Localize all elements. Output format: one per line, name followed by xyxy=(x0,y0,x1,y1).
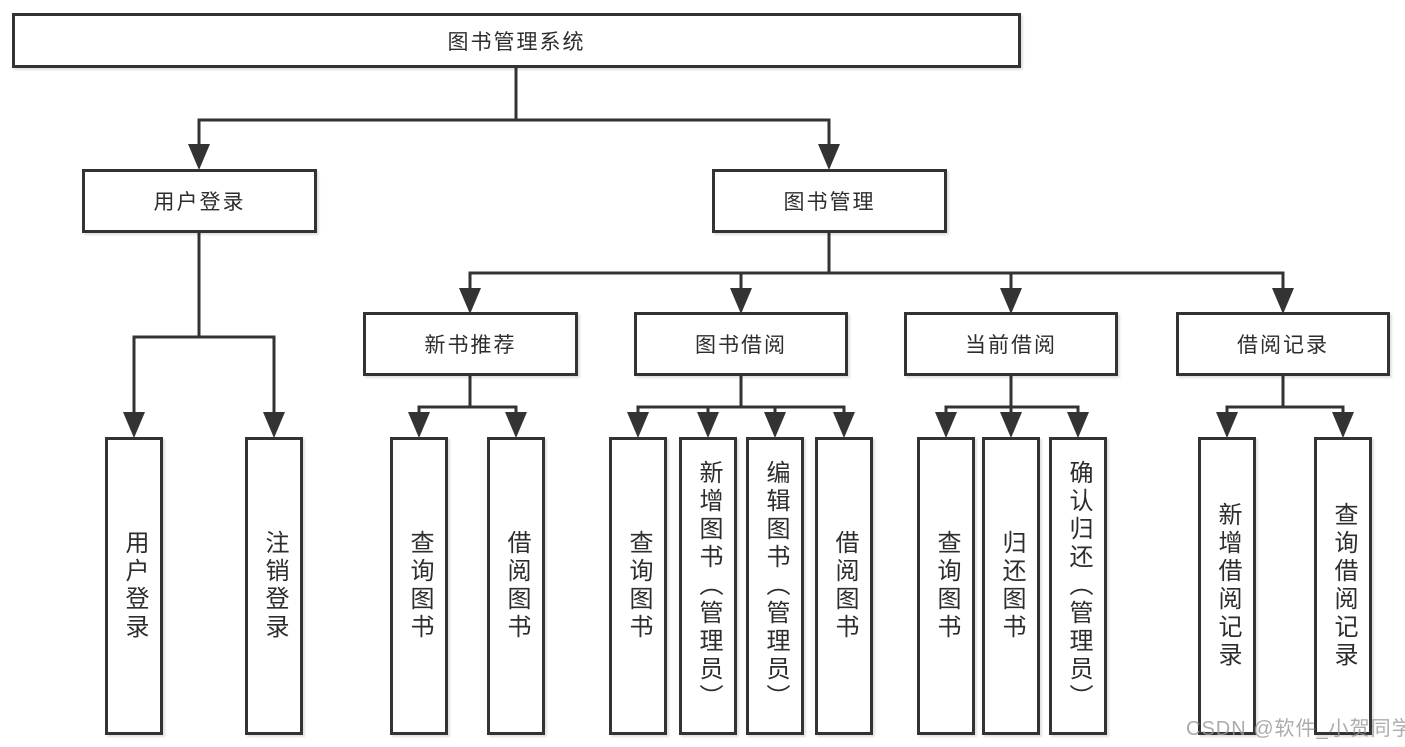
leaf-query-books-current: 查询图书 xyxy=(917,437,975,735)
leaf-user-login: 用户登录 xyxy=(105,437,163,735)
connector-current-borrowing xyxy=(935,376,1089,438)
leaf-return-book: 归还图书 xyxy=(982,437,1040,735)
node-borrow-records: 借阅记录 xyxy=(1176,312,1390,376)
node-book-management: 图书管理 xyxy=(712,169,947,233)
node-borrow-records-label: 借阅记录 xyxy=(1237,334,1329,357)
connector-book-borrowing xyxy=(627,376,855,438)
leaf-borrow-books-recommend-label: 借阅图书 xyxy=(503,530,530,642)
connector-root xyxy=(188,68,840,170)
leaf-logout-label: 注销登录 xyxy=(261,530,288,642)
leaf-edit-book-admin-label: 编辑图书（管理员） xyxy=(762,460,789,712)
leaf-query-books-borrowing: 查询图书 xyxy=(609,437,667,735)
node-root-label: 图书管理系统 xyxy=(447,30,586,54)
connector-user-login xyxy=(123,233,285,438)
node-book-borrowing: 图书借阅 xyxy=(634,312,848,376)
node-user-login: 用户登录 xyxy=(82,169,317,233)
leaf-add-borrow-record-label: 新增借阅记录 xyxy=(1214,502,1241,670)
connector-new-book-recommend xyxy=(408,376,527,438)
leaf-confirm-return-admin-label: 确认归还（管理员） xyxy=(1065,460,1092,712)
node-root: 图书管理系统 xyxy=(12,13,1021,68)
node-book-management-label: 图书管理 xyxy=(783,191,876,214)
node-book-borrowing-label: 图书借阅 xyxy=(695,334,787,357)
leaf-query-books-recommend-label: 查询图书 xyxy=(406,530,433,642)
leaf-query-books-current-label: 查询图书 xyxy=(933,530,960,642)
node-new-book-recommend: 新书推荐 xyxy=(363,312,578,376)
leaf-add-book-admin: 新增图书（管理员） xyxy=(679,437,737,735)
node-new-book-recommend-label: 新书推荐 xyxy=(424,334,517,357)
leaf-query-borrow-record-label: 查询借阅记录 xyxy=(1330,502,1357,670)
leaf-query-books-borrowing-label: 查询图书 xyxy=(625,530,652,642)
leaf-confirm-return-admin: 确认归还（管理员） xyxy=(1049,437,1107,735)
node-user-login-label: 用户登录 xyxy=(153,191,246,214)
node-current-borrowing: 当前借阅 xyxy=(904,312,1118,376)
leaf-edit-book-admin: 编辑图书（管理员） xyxy=(746,437,804,735)
leaf-borrow-books-recommend: 借阅图书 xyxy=(487,437,545,735)
node-current-borrowing-label: 当前借阅 xyxy=(965,334,1057,357)
leaf-borrow-books-borrowing: 借阅图书 xyxy=(815,437,873,735)
watermark: CSDN @软件_小贺同学 xyxy=(1186,718,1405,740)
leaf-user-login-label: 用户登录 xyxy=(121,530,148,642)
leaf-logout: 注销登录 xyxy=(245,437,303,735)
leaf-add-book-admin-label: 新增图书（管理员） xyxy=(695,460,722,712)
leaf-add-borrow-record: 新增借阅记录 xyxy=(1198,437,1256,735)
leaf-borrow-books-borrowing-label: 借阅图书 xyxy=(831,530,858,642)
leaf-return-book-label: 归还图书 xyxy=(998,530,1025,642)
leaf-query-borrow-record: 查询借阅记录 xyxy=(1314,437,1372,735)
connector-borrow-records xyxy=(1216,376,1354,438)
leaf-query-books-recommend: 查询图书 xyxy=(390,437,448,735)
connector-book-management xyxy=(459,233,1294,314)
